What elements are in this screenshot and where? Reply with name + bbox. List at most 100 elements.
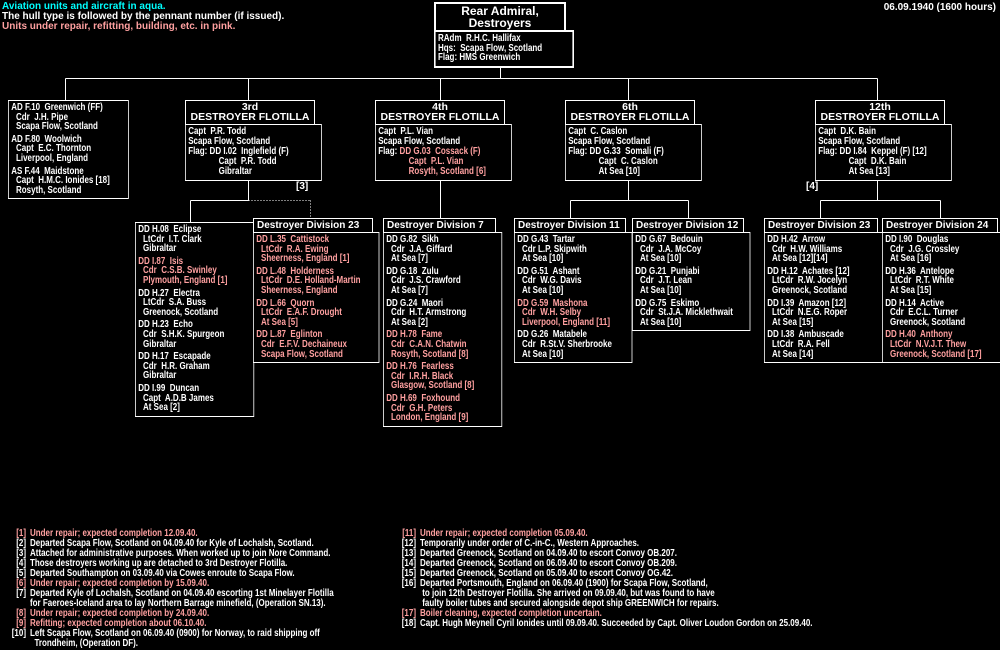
ship-detail-line: Rosyth, Scotland [8] [391, 348, 469, 360]
footnote: [2]Departed Scapa Flow, Scotland on 04.0… [2, 539, 412, 549]
ship-detail-line: Cdr J.A. Giffard [391, 243, 453, 255]
ship-name-line: DD I.87 Isis [138, 255, 184, 267]
ship-name-line: DD H.12 Achates [12] [767, 265, 850, 277]
ship-detail-line: Cdr H.W. Williams [772, 243, 843, 255]
flotilla-detail-line: Scapa Flow, Scotland [568, 136, 651, 147]
ship-name-line: DD G.67 Bedouin [635, 234, 703, 245]
ship-detail-line: Cdr W.G. Davis [522, 275, 582, 287]
connector-f3-attached-dashed [248, 200, 311, 222]
ship-detail-line: At Sea [2] [391, 316, 428, 328]
ship-detail-line: Greenock, Scotland [890, 316, 966, 328]
division-header: Destroyer Division 23 [764, 218, 878, 233]
ship-name-line: DD G.82 Sikh [386, 234, 439, 245]
footnote-number: [16] [401, 578, 416, 589]
footnote-number: [15] [401, 568, 416, 579]
flotilla-title-line: 4th [432, 101, 448, 113]
ship-detail-line: Capt E.C. Thornton [16, 143, 92, 155]
ship-detail-line: At Sea [10] [522, 348, 564, 360]
ship-name-line: DD L.66 Quorn [256, 297, 315, 309]
ship-detail-line: At Sea [7] [391, 253, 428, 265]
ship-detail-line: At Sea [12][14] [772, 253, 828, 265]
ship-name-line: DD H.40 Anthony [885, 329, 953, 341]
footnote-text: Departed Greenock, Scotland on 05.09.40 … [420, 568, 673, 579]
ship-name-line: DD L.87 Eglinton [256, 329, 323, 341]
footnote: [18]Capt. Hugh Meynell Cyril Ionides unt… [392, 619, 994, 629]
footnote-number: [4] [16, 558, 26, 569]
ship-detail-line: LtCdr E.A.F. Drought [261, 307, 342, 319]
ship-detail-line: At Sea [15] [772, 316, 814, 328]
ship-detail-line: Cdr J.S. Crawford [391, 275, 461, 287]
flotilla-detail-line: Flag: DD I.02 Inglefield (F) [188, 147, 318, 157]
ship-name-line: DD L.48 Holderness [256, 265, 335, 277]
footnote-number: [3] [16, 548, 26, 559]
flag-ship: DD G.33 Somali (F) [589, 146, 664, 157]
flotilla-title-line: 3rd [241, 101, 259, 113]
ship-detail-line: Rosyth, Scotland [16, 184, 82, 196]
footnote-number: [1] [16, 528, 26, 539]
ship-detail-line: Capt A.D.B James [143, 392, 214, 404]
division-header: Destroyer Division 7 [383, 218, 496, 233]
ship-detail-line: Cdr W.H. Selby [522, 307, 582, 319]
ship-detail-line: Cdr G.H. Peters [391, 402, 453, 414]
flotilla-detail-line: Capt P.L. Vian [408, 156, 464, 167]
ship-name-line: AD F.80 Woolwich [11, 133, 82, 145]
division-header: Destroyer Division 23 [253, 218, 373, 233]
root-detail-line: RAdm R.H.C. Hallifax [438, 33, 521, 44]
ship-name-line: DD H.23 Echo [138, 319, 193, 331]
footnote: [14]Departed Greenock, Scotland on 06.09… [392, 559, 994, 569]
footnote-number: [12] [401, 538, 416, 549]
ship-detail-line: LtCdr R.W. Jocelyn [772, 275, 848, 287]
footnote: [6]Under repair; expected completion by … [2, 579, 412, 589]
ship-detail-line: Cdr E.F.V. Dechaineux [261, 338, 347, 350]
flotilla-detail-line: Flag: DD G.33 Somali (F) [568, 147, 698, 157]
ship-name-line: DD H.27 Electra [138, 287, 201, 299]
ship-detail-line: At Sea [10] [522, 284, 564, 296]
ship-name-line: AD F.10 Greenwich (FF) [11, 102, 103, 113]
ship-detail-line: Greenock, Scotland [143, 306, 219, 318]
ship-detail-line: At Sea [2] [143, 402, 180, 414]
flotilla-detail-line: Scapa Flow, Scotland [818, 136, 901, 147]
flotilla-title-line: DESTROYER FLOTILLA [380, 111, 500, 123]
root-box: Rear Admiral,Destroyers RAdm R.H.C. Hall… [434, 2, 574, 68]
flotilla-detail-line: At Sea [10] [598, 166, 640, 177]
footnotes-left: [1]Under repair; expected completion 12.… [2, 529, 412, 649]
ship-name-line: DD H.42 Arrow [767, 234, 826, 245]
ship-name-line: DD H.17 Escapade [138, 351, 211, 363]
root-title: Rear Admiral,Destroyers [434, 2, 566, 32]
flotilla-detail-line: Capt P.L. Vian [378, 126, 434, 137]
ship-detail-line: At Sea [10] [640, 284, 682, 296]
legend-line: The hull type is followed by the pennant… [2, 11, 285, 22]
legend: Aviation units and aircraft in aqua.The … [2, 2, 284, 32]
ship-detail-line: LtCdr I.T. Clark [143, 233, 202, 245]
ship-name-line: DD G.51 Ashant [517, 265, 580, 277]
ship-detail-line: London, England [9] [391, 412, 469, 424]
ship-name-line: DD I.39 Amazon [12] [767, 297, 847, 309]
footnote-number: [13] [401, 548, 416, 559]
root-detail-line: Hqs: Scapa Flow, Scotland [438, 42, 543, 54]
